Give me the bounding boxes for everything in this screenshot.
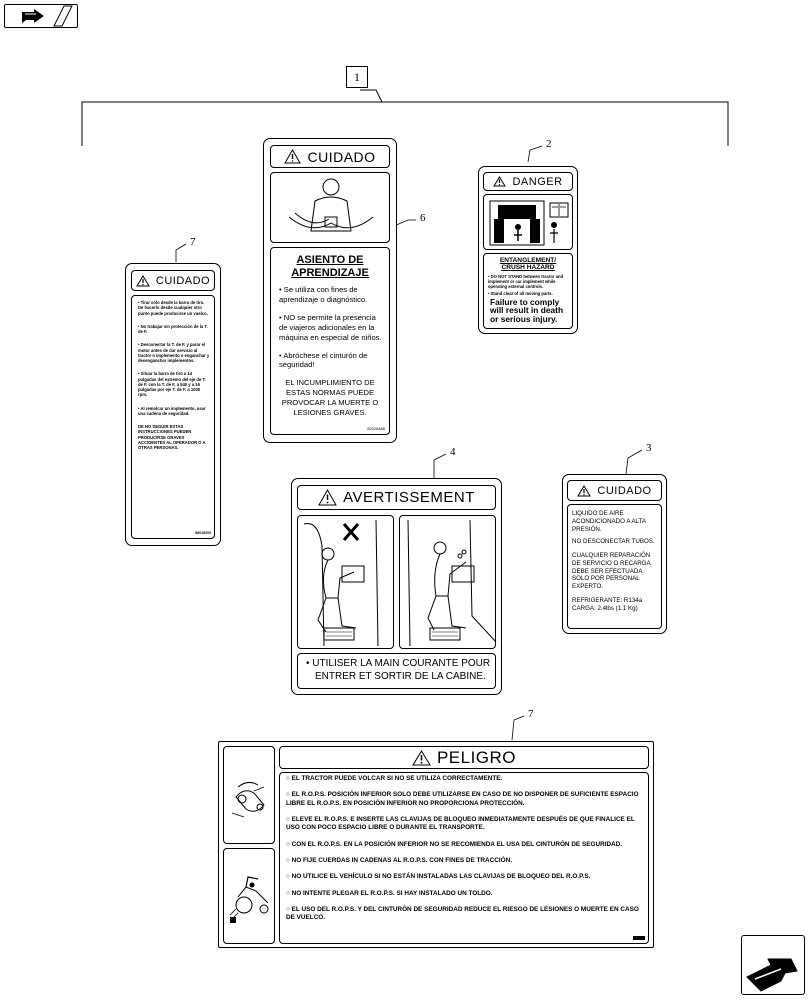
callout-6: 6 — [420, 212, 426, 224]
tractor-crush-hazard-icon — [489, 200, 569, 246]
callout-4: 4 — [450, 446, 456, 458]
tractor-rollover-icon — [231, 781, 265, 818]
seatbelt-person-icon — [288, 178, 374, 232]
decal-part-mark — [633, 936, 645, 940]
decal-text-line: UTILISER LA MAIN COURANTE POUR — [312, 658, 491, 669]
prev-page-button[interactable] — [4, 4, 78, 28]
callout-7-peligro: 7 — [528, 708, 534, 720]
decal-part-number: 82028488 — [367, 426, 385, 431]
decal-item: NO UTILICE EL VEHÍCULO SI NO ESTÁN INSTA… — [291, 873, 591, 881]
arrow-right-icon — [22, 5, 73, 27]
decal-pictogram-rops — [223, 848, 275, 944]
decal-peligro-rops: PELIGRO ○ EL TRACTOR PUEDE VOLCAR SI NO … — [218, 741, 654, 948]
decal-body: LIQUIDO DE AIRE ACONDICIONADO A ALTA PRE… — [567, 504, 662, 629]
decal-body: ○ EL TRACTOR PUEDE VOLCAR SI NO SE UTILI… — [279, 772, 649, 944]
decal-item: Situar la barra de tiro a 14 pulgadas de… — [138, 371, 206, 398]
decal-item: Abróchese el cinturón de seguridad! — [279, 350, 368, 370]
arrow-left-down-icon — [746, 958, 798, 992]
decal-header-text: CUIDADO — [597, 484, 652, 497]
decal-item: Se utiliza con fines de aprendizaje o di… — [279, 285, 368, 305]
decal-item: NO se permite la presencia de viajeros a… — [279, 313, 382, 342]
decal-item: Tirar sólo desde la barra de tiro. De ha… — [138, 300, 208, 316]
decal-title-line: ASIENTO DE — [296, 254, 364, 266]
decal-header: PELIGRO — [279, 746, 649, 769]
decal-paragraph: CUALQUIER REPARACIÓN DE SERVICIO O RECAR… — [572, 552, 651, 590]
decal-item: Desconectar la T. de F. y parar el motor… — [138, 342, 210, 363]
decal-item: ELEVE EL R.O.P.S. E INSERTE LAS CLAVIJAS… — [286, 815, 635, 832]
decal-ref-line: CARGA: 2.4lbs (1.1 Kg) — [572, 604, 638, 612]
tractor-rops-icon — [229, 876, 269, 923]
group-bracket — [81, 89, 729, 146]
warning-triangle-icon — [135, 274, 150, 286]
warning-triangle-icon — [412, 749, 431, 765]
decal-item: EL TRACTOR PUEDE VOLCAR SI NO SE UTILIZA… — [291, 775, 503, 782]
decal-title-line: ENTANGLEMENT/ — [499, 257, 557, 264]
decal-warning-line: Failure to comply — [490, 296, 560, 307]
decal-warning: EL INCUMPLIMIENTO DE ESTAS NORMAS PUEDE … — [281, 378, 379, 417]
warning-triangle-icon — [577, 484, 592, 496]
decal-title-line: APRENDIZAJE — [291, 266, 369, 279]
decal-body: • Tirar sólo desde la barra de tiro. De … — [131, 295, 215, 539]
decal-item: NO FIJE CUERDAS IN CADENAS AL R.O.P.S. C… — [291, 856, 513, 864]
decal-body: ENTANGLEMENT/ CRUSH HAZARD • DO NOT STAN… — [483, 253, 573, 329]
decal-item: NO INTENTE PLEGAR EL R.O.P.S. SI HAY INS… — [291, 889, 493, 897]
decal-item: No trabajar sin protección de la T. de F… — [138, 323, 208, 334]
decal-title: ASIENTO DE APRENDIZAJE — [271, 254, 389, 279]
decal-part-number: 86018200 — [195, 530, 211, 535]
callout-3: 3 — [646, 442, 652, 454]
decal-warning-line: or serious injury. — [490, 314, 558, 325]
decal-paragraph: NO DESCONECTAR TUBOS. — [572, 538, 655, 546]
decal-avertissement: AVERTISSEMENT • UTILISER — [291, 478, 502, 695]
decal-item: Al remolcar un implemento, usar una cade… — [138, 405, 206, 416]
decal-pictogram — [270, 172, 390, 243]
decal-title-line: CRUSH HAZARD — [501, 264, 555, 272]
decal-header-text: CUIDADO — [155, 274, 211, 287]
next-page-button[interactable] — [741, 935, 805, 995]
callout-2: 2 — [546, 138, 552, 150]
decal-header: CUIDADO — [131, 270, 215, 291]
decal-warning: DE NO SEGUIR ESTAS INSTRUCCIONES PUEDEN … — [138, 424, 206, 450]
decal-text-line: ENTRER ET SORTIR DE LA CABINE. — [315, 670, 486, 682]
decal-body: ASIENTO DE APRENDIZAJE • Se utiliza con … — [270, 247, 390, 435]
decal-header: CUIDADO — [567, 480, 662, 501]
decal-header-text: AVERTISSEMENT — [343, 489, 475, 506]
decal-header: DANGER — [483, 172, 573, 191]
decal-header-text: DANGER — [512, 175, 563, 188]
person-exiting-cab-handrail-icon — [407, 519, 497, 647]
decal-header: AVERTISSEMENT — [297, 485, 496, 510]
decal-item: EL USO DEL R.O.P.S. Y DEL CINTURÓN DE SE… — [286, 905, 639, 922]
warning-triangle-icon — [284, 149, 302, 164]
warning-triangle-icon — [318, 489, 337, 506]
callout-7-left: 7 — [190, 236, 196, 248]
decal-item: EL R.O.P.S. POSICIÓN INFERIOR SOLO DEBE … — [286, 791, 639, 807]
decal-pictogram-wrong — [297, 515, 394, 649]
decal-ac-cuidado: CUIDADO LIQUIDO DE AIRE ACONDICIONADO A … — [562, 474, 667, 634]
decal-pictogram-rollover — [223, 746, 275, 844]
decal-warning-line: will result in death — [490, 305, 564, 316]
decal-pto-cuidado: CUIDADO • Tirar sólo desde la barra de t… — [125, 263, 221, 546]
warning-triangle-icon — [493, 176, 507, 187]
person-exiting-cab-wrong-icon — [303, 519, 379, 647]
decal-item: CON EL R.O.P.S. EN LA POSICIÓN INFERIOR … — [291, 840, 623, 848]
decal-pictogram — [483, 194, 573, 250]
callout-1-box: 1 — [346, 66, 368, 88]
decal-header: CUIDADO — [270, 145, 390, 168]
decal-header-text: PELIGRO — [436, 747, 517, 767]
decal-item: Stand clear of all moving parts. — [490, 290, 553, 296]
decal-body: • UTILISER LA MAIN COURANTE POUR ENTRER … — [297, 653, 496, 689]
callout-1-label: 1 — [354, 69, 360, 84]
decal-pictogram-right — [399, 515, 497, 649]
decal-ref-line: REFRIGERANTE: R134a — [572, 596, 643, 604]
decal-paragraph: LIQUIDO DE AIRE ACONDICIONADO A ALTA PRE… — [572, 510, 646, 533]
decal-item: DO NOT STAND between tractor and impleme… — [488, 273, 564, 289]
decal-header-text: CUIDADO — [307, 148, 376, 165]
decal-danger-entanglement: DANGER ENTANGLEMENT/ CRUSH HAZARD • DO N… — [478, 166, 578, 334]
decal-asiento-aprendizaje: CUIDADO ASIENTO DE APRENDIZAJE • Se util… — [263, 138, 397, 443]
